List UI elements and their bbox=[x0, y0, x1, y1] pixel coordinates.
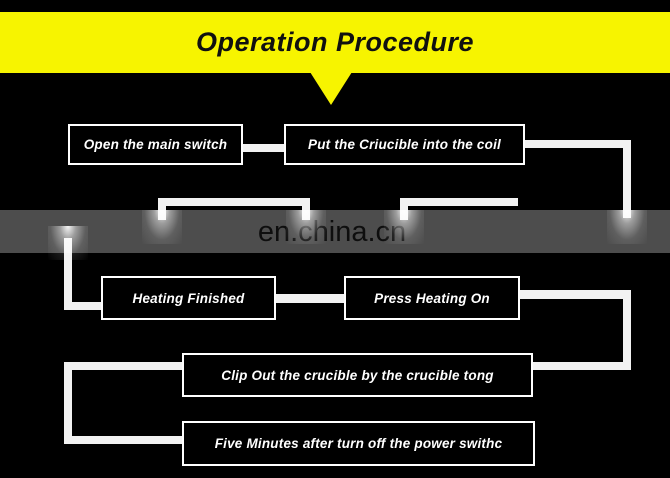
connector-step1-step2 bbox=[238, 144, 290, 152]
down-triangle-icon bbox=[310, 72, 352, 105]
connector-step3-left-stub bbox=[400, 198, 518, 206]
watermark-text: en.china.cn bbox=[257, 216, 407, 248]
flow-node-step-4[interactable]: Heating Finished bbox=[101, 276, 276, 320]
connector-step3-down bbox=[623, 290, 631, 370]
flow-node-label: Press Heating On bbox=[374, 290, 490, 306]
connector-upper-left-riser bbox=[158, 198, 166, 220]
flow-node-step-3[interactable]: Press Heating On bbox=[344, 276, 520, 320]
flow-node-label: Five Minutes after turn off the power sw… bbox=[214, 436, 503, 451]
connector-upper-left-drop bbox=[302, 198, 310, 220]
flow-node-label: Open the main switch bbox=[83, 137, 228, 152]
connector-into-step5 bbox=[527, 362, 631, 370]
flow-node-label: Heating Finished bbox=[132, 290, 245, 306]
connector-into-step6 bbox=[64, 436, 188, 444]
flow-node-step-6[interactable]: Five Minutes after turn off the power sw… bbox=[182, 421, 535, 466]
connector-step4-step3 bbox=[270, 294, 350, 303]
connector-left-rail-to-step4 bbox=[64, 238, 72, 310]
connector-step3-right bbox=[515, 290, 631, 299]
connector-into-step4 bbox=[64, 302, 108, 310]
flow-node-step-5[interactable]: Clip Out the crucible by the crucible to… bbox=[182, 353, 533, 397]
connector-step5-down bbox=[64, 362, 72, 444]
connector-step2-right bbox=[519, 140, 631, 148]
flow-node-step-2[interactable]: Put the Criucible into the coil bbox=[284, 124, 525, 165]
page-title: Operation Procedure bbox=[195, 27, 475, 57]
connector-step3-left-drop bbox=[400, 198, 408, 220]
flow-node-label: Clip Out the crucible by the crucible to… bbox=[221, 367, 494, 383]
connector-step2-down bbox=[623, 140, 631, 218]
connector-upper-left-stub bbox=[158, 198, 310, 206]
banner: Operation Procedure bbox=[0, 12, 670, 73]
flow-node-step-1[interactable]: Open the main switch bbox=[68, 124, 243, 165]
connector-step5-left bbox=[64, 362, 188, 370]
flow-node-label: Put the Criucible into the coil bbox=[308, 137, 501, 152]
watermark-band: en.china.cn bbox=[0, 210, 670, 253]
